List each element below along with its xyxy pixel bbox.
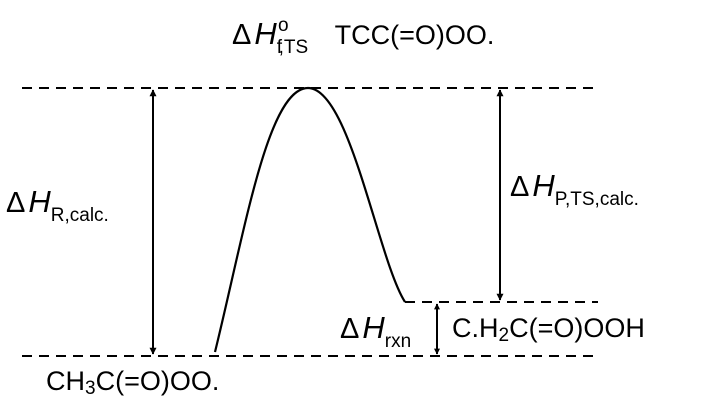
dh-r-delta: Δ (6, 187, 26, 219)
product-num: 2 (498, 325, 510, 346)
reactant-num: 3 (85, 378, 96, 399)
product-pre: C.H (452, 313, 499, 343)
dh-p-delta: Δ (510, 171, 530, 203)
dh-r-label: ΔHR,calc. (6, 184, 109, 225)
title-sup-o: o (278, 15, 289, 36)
ts-species: TCC(=O)OO. (334, 20, 495, 50)
title-delta: Δ (232, 19, 252, 51)
reactant-post: C(=O)OO. (95, 366, 220, 396)
reaction-barrier-curve (213, 86, 406, 353)
reactant-pre: CH (46, 366, 85, 396)
dh-r-h: H (28, 184, 51, 219)
product-post: C(=O)OOH (509, 313, 645, 343)
title-sub-ts: ,TS (278, 37, 309, 58)
title-label: ΔHfo,TS TCC(=O)OO. (232, 15, 495, 57)
dh-p-sub: P,TS,calc. (554, 189, 639, 210)
dh-p-h: H (532, 168, 555, 203)
title-h: H (254, 16, 277, 51)
title-sub-f: f (276, 37, 283, 58)
dh-rxn-h: H (362, 310, 385, 345)
reactant-species: CH3C(=O)OO. (46, 366, 220, 399)
dh-p-label: ΔHP,TS,calc. (510, 168, 639, 209)
product-species: C.H2C(=O)OOH (452, 313, 645, 346)
dh-rxn-delta: Δ (340, 313, 360, 345)
dh-rxn-sub: rxn (384, 331, 412, 352)
dh-r-sub: R,calc. (50, 205, 109, 226)
dh-rxn-label: ΔHrxn (340, 310, 411, 351)
